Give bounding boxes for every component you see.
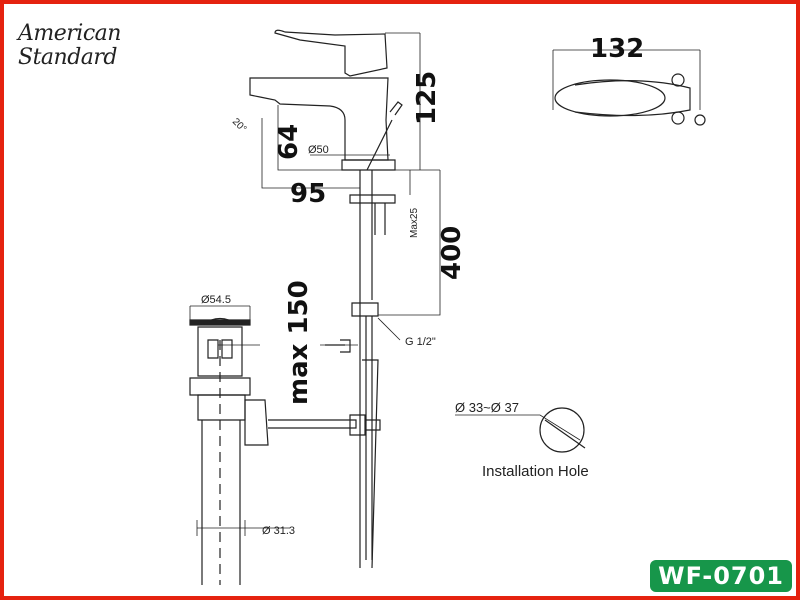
brand-logo: American Standard (18, 22, 121, 70)
dim-64: 64 (274, 124, 304, 160)
dim-95: 95 (290, 179, 326, 209)
dim-hole-diameter: Ø 33~Ø 37 (455, 400, 519, 415)
model-badge: WF-0701 (650, 560, 792, 592)
dim-max150: max 150 (284, 280, 314, 405)
brand-line2: Standard (18, 45, 117, 70)
dimension-lines (189, 32, 701, 536)
installation-hole (539, 407, 586, 453)
faucet-top-view (554, 73, 706, 126)
dim-132: 132 (590, 34, 644, 64)
dim-thread: G 1/2" (405, 336, 436, 348)
dim-tail-diameter: Ø 31.3 (262, 525, 295, 537)
dim-max25: Max25 (409, 208, 420, 238)
brand-line1: American (18, 21, 121, 46)
dim-drain-head: Ø54.5 (201, 294, 231, 306)
dim-125: 125 (412, 71, 442, 125)
installation-hole-label: Installation Hole (482, 463, 589, 480)
drain-assembly (189, 317, 381, 585)
technical-drawing: 132 125 64 95 400 max 150 Ø50 20° Max25 … (189, 29, 706, 585)
dim-angle: 20° (230, 116, 248, 134)
faucet-side-view (249, 29, 403, 568)
dim-base-diameter: Ø50 (308, 144, 329, 156)
dim-400: 400 (437, 226, 467, 280)
